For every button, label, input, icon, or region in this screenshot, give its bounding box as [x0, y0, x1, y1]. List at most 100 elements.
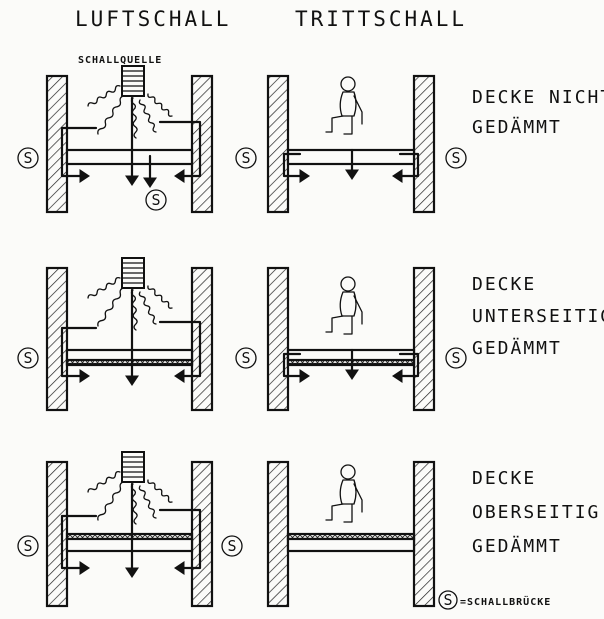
- row3-air-bridge-right-icon: [221, 535, 243, 557]
- row1-air-bridge-left: S: [23, 149, 32, 167]
- row3-walking-person-body: [339, 479, 357, 505]
- row3-wave-2: [97, 481, 125, 521]
- row3-caption-line3: GEDÄMMT: [472, 536, 562, 557]
- row1-air-arrow-right: [174, 169, 185, 183]
- row3-wave-5: [130, 483, 138, 525]
- row2-walking-person-leg-left: [325, 315, 344, 333]
- row2-air-ceiling-insulation: [65, 358, 194, 367]
- row3-walking-person-leg-right: [343, 503, 353, 523]
- row2-imp-arrow-center: [345, 369, 359, 380]
- row2-wave-4: [138, 291, 157, 325]
- row1-air-arrow-through: [143, 177, 157, 188]
- row2-walking-person-head: [340, 276, 356, 292]
- row1-air-arrow-center: [125, 175, 139, 186]
- row2-walking-person-arm: [353, 295, 363, 325]
- row3-air-slab: [65, 537, 194, 553]
- row1-air-slab: [65, 148, 194, 166]
- row3-imp-slab: [286, 537, 416, 553]
- row2-walking-person-leg-right: [343, 315, 353, 335]
- row1-wave-2: [97, 95, 125, 135]
- row1-walking-person-arm: [353, 95, 363, 125]
- row1-air-bridge-left-icon: [17, 147, 39, 169]
- row1-imp-path-right: [396, 152, 420, 178]
- row2-wave-3: [147, 285, 173, 309]
- row2-imp-bridge-left-icon: [235, 347, 257, 369]
- row3-walking-person-head: [340, 464, 356, 480]
- row1-imp-bridge-left: S: [241, 149, 250, 167]
- row2-air-arrow-right: [174, 369, 185, 383]
- row3-imp-wall-right: [412, 460, 436, 608]
- row1-air-path-right: [158, 120, 202, 178]
- row2-imp-wall-right: [412, 266, 436, 412]
- row2-walking-person-body: [339, 291, 357, 317]
- row3-caption-line1: DECKE: [472, 468, 536, 489]
- row3-walking-person-arm: [353, 483, 363, 513]
- row1-imp-bridge-left-icon: [235, 147, 257, 169]
- row1-air-bridge-bottom-icon: [145, 189, 167, 211]
- legend-bridge-symbol-icon: [438, 590, 458, 610]
- row2-imp-wall-left: [266, 266, 290, 412]
- row1-imp-bridge-right-icon: [445, 147, 467, 169]
- row1-air-wall-left: [45, 74, 69, 214]
- row1-wave-3: [147, 93, 173, 117]
- row2-air-arrow-left: [79, 369, 90, 383]
- row1-walking-person-body: [339, 91, 357, 117]
- row2-air-arrow-center: [125, 375, 139, 386]
- row3-air-path-right: [158, 508, 202, 570]
- row2-imp-bridge-left: S: [241, 349, 250, 367]
- row1-imp-path-left: [282, 152, 306, 178]
- row1-imp-arrow-center: [345, 169, 359, 180]
- row1-air-bridge-bottom: S: [151, 191, 160, 209]
- row3-air-wall-right: [190, 460, 214, 608]
- row1-imp-arrow-left: [299, 169, 310, 183]
- row1-walking-person-head: [340, 76, 356, 92]
- row2-imp-arrow-right: [392, 369, 403, 383]
- row3-imp-wall-left: [266, 460, 290, 608]
- legend-text: =SCHALLBRÜCKE: [460, 594, 551, 608]
- row2-imp-arrow-left: [299, 369, 310, 383]
- row2-wave-2: [97, 287, 125, 327]
- row1-wave-1: [87, 84, 121, 107]
- row3-air-bridge-right: S: [227, 537, 236, 555]
- row2-walking-person: [325, 276, 363, 335]
- row3-wave-3: [147, 479, 173, 503]
- row2-air-path-right: [158, 320, 202, 378]
- row1-air-wall-right: [190, 74, 214, 214]
- row1-caption-line1: DECKE NICHT: [472, 87, 604, 108]
- sound-source-label: SCHALLQUELLE: [78, 55, 162, 66]
- row3-air-wall-left: [45, 460, 69, 608]
- row1-imp-wall-right: [412, 74, 436, 214]
- row2-wave-5: [130, 289, 138, 331]
- row2-air-bridge-left-icon: [17, 347, 39, 369]
- row1-walking-person-leg-right: [343, 115, 353, 135]
- row2-air-wall-right: [190, 266, 214, 412]
- row3-air-arrow-center: [125, 567, 139, 578]
- row3-air-arrow-left: [79, 561, 90, 575]
- row1-walking-person: [325, 76, 363, 135]
- row3-walking-person-leg-left: [325, 503, 344, 521]
- row2-imp-path-right: [396, 352, 420, 378]
- row3-caption-line2: OBERSEITIG: [472, 502, 600, 523]
- row2-air-bridge-left: S: [23, 349, 32, 367]
- row3-air-path-left: [60, 514, 98, 570]
- row2-imp-bridge-right: S: [451, 349, 460, 367]
- row1-imp-bridge-right: S: [451, 149, 460, 167]
- row3-air-bridge-left-icon: [17, 535, 39, 557]
- row1-imp-wall-left: [266, 74, 290, 214]
- row3-walking-person: [325, 464, 363, 523]
- row2-wave-1: [87, 276, 121, 299]
- row1-air-arrow-left: [79, 169, 90, 183]
- row2-imp-path-left: [282, 352, 306, 378]
- row1-wave-4: [138, 99, 157, 133]
- header-impact: TRITTSCHALL: [295, 7, 467, 31]
- header-airborne: LUFTSCHALL: [75, 7, 231, 31]
- row1-walking-person-leg-left: [325, 115, 344, 133]
- row2-imp-bridge-right-icon: [445, 347, 467, 369]
- row2-caption-line2: UNTERSEITIG: [472, 306, 604, 327]
- row1-wave-5: [130, 97, 138, 139]
- row2-air-path-left: [60, 326, 98, 378]
- row3-wave-1: [87, 470, 121, 493]
